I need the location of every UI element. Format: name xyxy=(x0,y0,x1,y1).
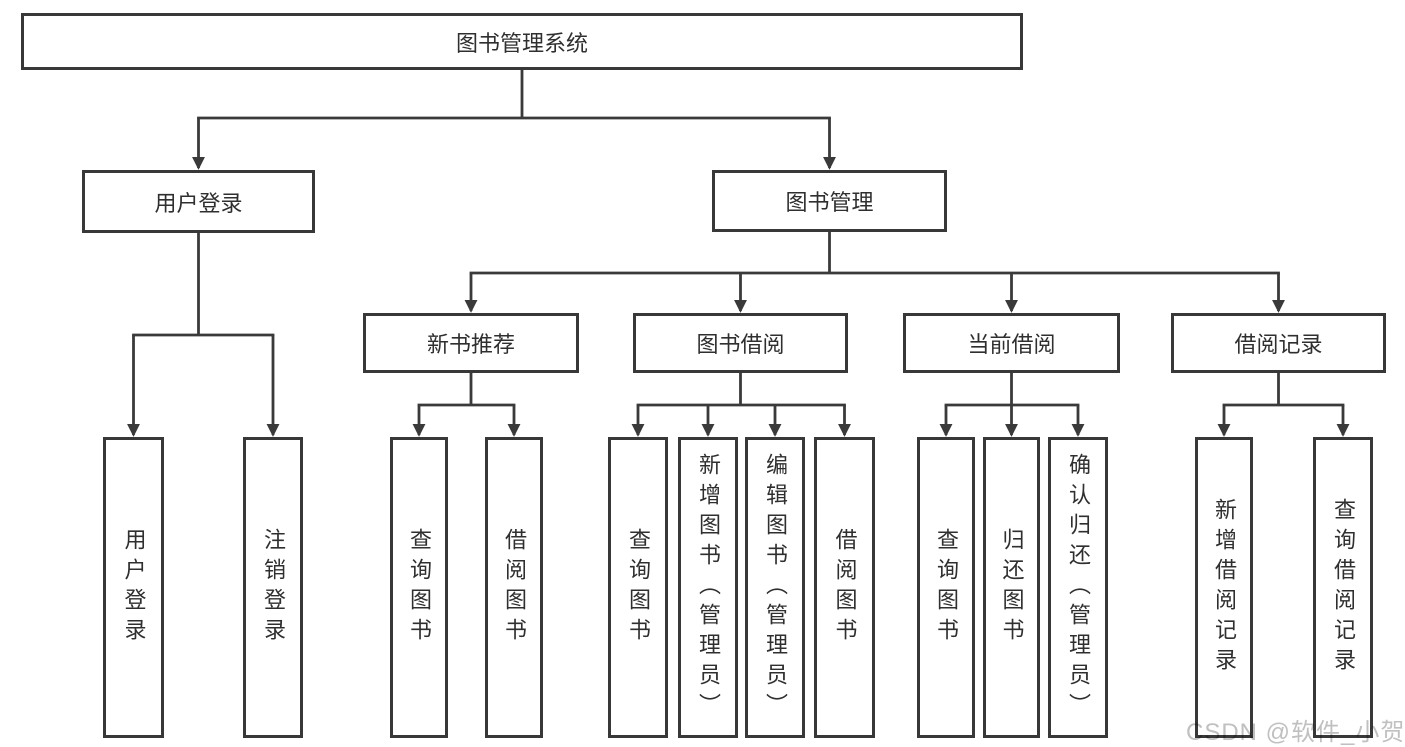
diagram-node-leaf-bb-borrow-book: 借阅图书 xyxy=(814,437,875,738)
node-label-leaf-bb-edit-book: 编辑图书（管理员） xyxy=(763,452,788,723)
node-label-system-root: 图书管理系统 xyxy=(455,30,588,56)
node-label-leaf-nb-query-book: 查询图书 xyxy=(407,527,432,648)
diagram-node-system-root: 图书管理系统 xyxy=(21,13,1023,70)
diagram-node-leaf-bb-edit-book: 编辑图书（管理员） xyxy=(745,437,805,738)
diagram-node-leaf-logout: 注销登录 xyxy=(243,437,303,738)
node-label-user-login-module: 用户登录 xyxy=(154,190,243,216)
diagram-node-current-borrowing: 当前借阅 xyxy=(903,313,1120,373)
node-label-new-book-recommend: 新书推荐 xyxy=(426,332,515,357)
node-label-current-borrowing: 当前借阅 xyxy=(967,332,1056,357)
watermark-text: CSDN @软件_小贺同学 xyxy=(1186,719,1405,746)
diagram-node-book-management-module: 图书管理 xyxy=(712,170,947,232)
node-label-leaf-user-login: 用户登录 xyxy=(121,527,147,648)
diagram-node-leaf-nb-borrow-book: 借阅图书 xyxy=(485,437,543,738)
diagram-node-leaf-nb-query-book: 查询图书 xyxy=(390,437,448,738)
node-label-borrowing-records: 借阅记录 xyxy=(1234,332,1323,357)
node-label-leaf-bb-add-book: 新增图书（管理员） xyxy=(696,452,721,723)
diagram-node-leaf-br-query-record: 查询借阅记录 xyxy=(1313,437,1373,738)
node-label-leaf-br-query-record: 查询借阅记录 xyxy=(1331,497,1356,678)
node-label-leaf-cb-return-book: 归还图书 xyxy=(999,527,1025,648)
diagram-node-leaf-br-add-record: 新增借阅记录 xyxy=(1195,437,1253,738)
diagram-node-borrowing-records: 借阅记录 xyxy=(1171,313,1386,373)
node-label-leaf-br-add-record: 新增借阅记录 xyxy=(1212,497,1237,678)
node-label-book-borrowing: 图书借阅 xyxy=(696,332,785,357)
node-label-leaf-bb-query-book: 查询图书 xyxy=(626,527,651,648)
node-label-book-management-module: 图书管理 xyxy=(785,190,874,215)
diagram-node-new-book-recommend: 新书推荐 xyxy=(363,313,579,373)
diagram-node-leaf-user-login: 用户登录 xyxy=(103,437,164,738)
node-label-leaf-logout: 注销登录 xyxy=(261,527,286,648)
diagram-node-leaf-bb-query-book: 查询图书 xyxy=(608,437,668,738)
diagram-node-leaf-bb-add-book: 新增图书（管理员） xyxy=(678,437,738,738)
diagram-node-book-borrowing: 图书借阅 xyxy=(633,313,848,373)
diagram-node-leaf-cb-return-book: 归还图书 xyxy=(983,437,1040,738)
diagram-node-leaf-cb-confirm-return: 确认归还（管理员） xyxy=(1048,437,1108,738)
diagram-node-user-login-module: 用户登录 xyxy=(82,170,315,233)
node-label-leaf-bb-borrow-book: 借阅图书 xyxy=(832,527,858,648)
node-label-leaf-nb-borrow-book: 借阅图书 xyxy=(502,527,527,648)
node-label-leaf-cb-query-book: 查询图书 xyxy=(934,527,959,648)
diagram-node-leaf-cb-query-book: 查询图书 xyxy=(917,437,975,738)
node-label-leaf-cb-confirm-return: 确认归还（管理员） xyxy=(1066,452,1091,723)
